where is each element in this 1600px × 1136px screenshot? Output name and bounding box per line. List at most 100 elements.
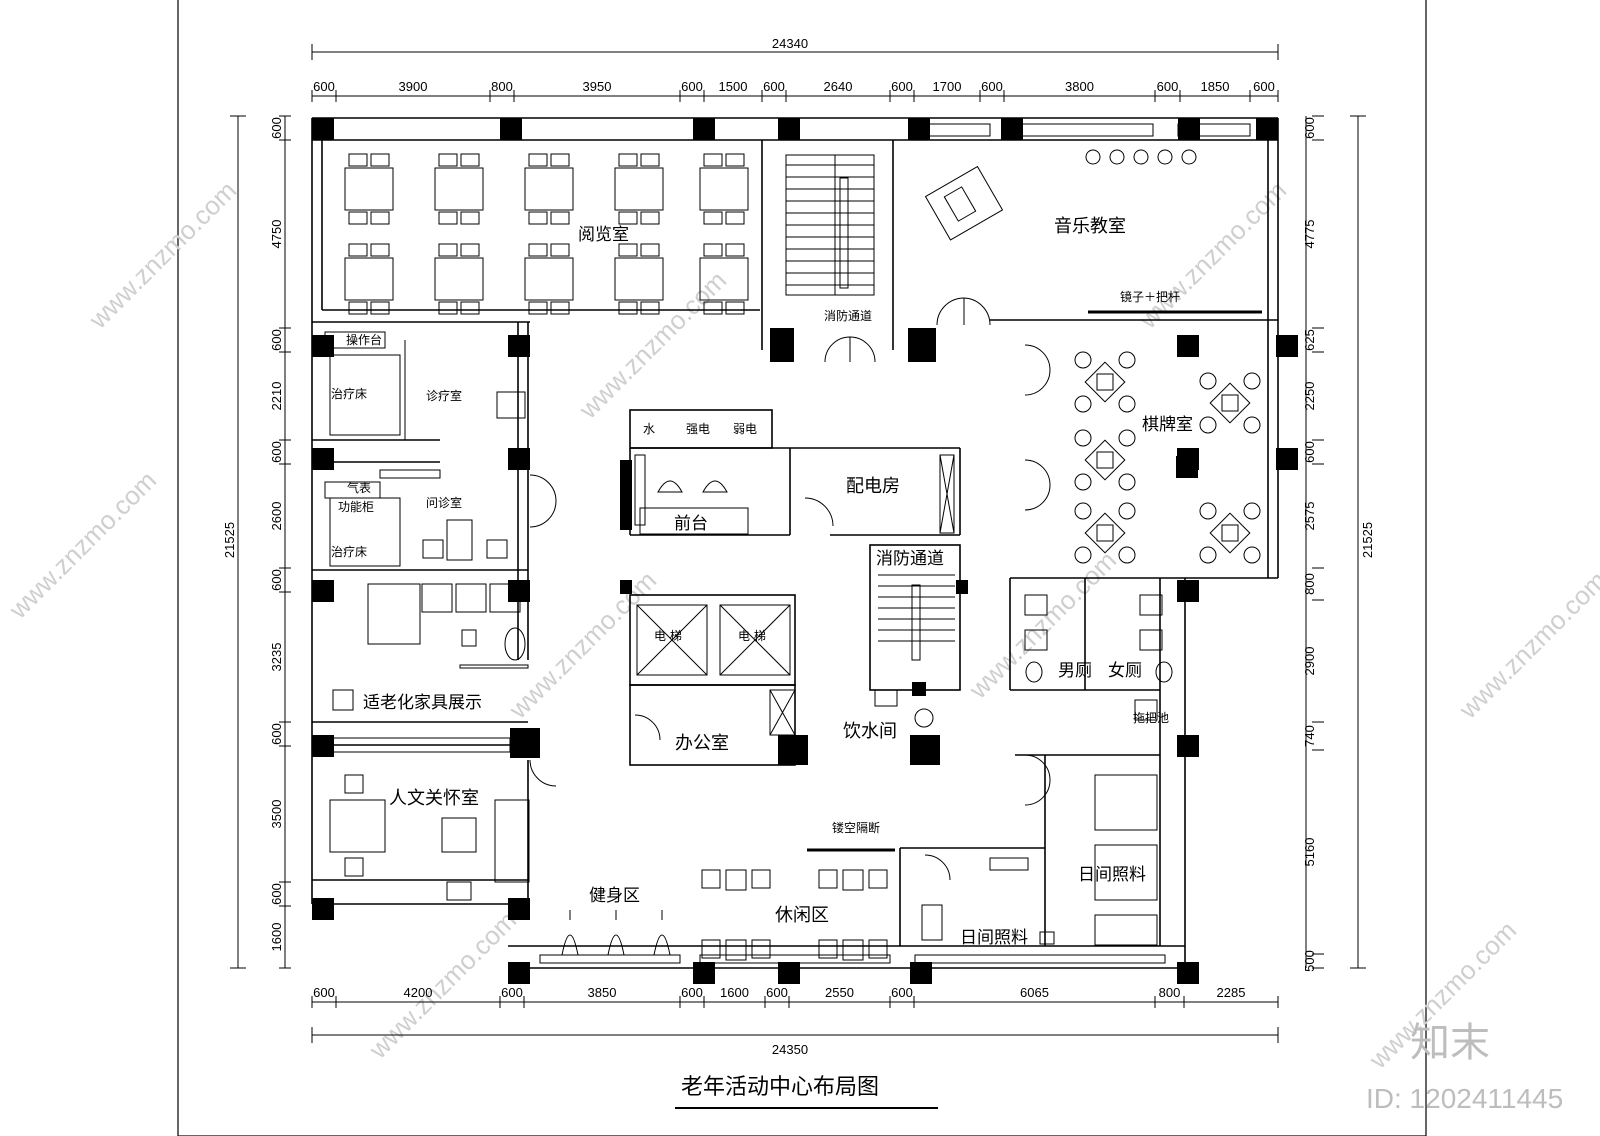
label-mirror-bar: 镜子＋把杆 [1120, 289, 1180, 304]
leisure-table [701, 939, 771, 961]
dim-segment: 1500 [719, 79, 748, 94]
label-consult: 问诊室 [426, 495, 462, 510]
watermark-site-8: www.znzmo.com [1452, 565, 1600, 725]
label-elevator-2: 电 梯 [738, 629, 766, 643]
dimension-lines [230, 44, 1366, 1043]
chess-table [1074, 502, 1136, 564]
music-stools [1085, 149, 1197, 165]
chess-table [1199, 372, 1261, 434]
room-labels: 阅览室 消防通道 音乐教室 镜子＋把杆 操作台 治疗床 诊疗室 气表 功能柜 问… [331, 216, 1193, 948]
dim-segment: 5160 [1302, 838, 1317, 867]
doors [529, 297, 1051, 881]
label-chess-room: 棋牌室 [1142, 415, 1193, 435]
dim-segment: 3900 [399, 79, 428, 94]
dim-segment: 4750 [269, 220, 284, 249]
dim-segment: 2575 [1302, 502, 1317, 531]
chess-tables [1074, 351, 1261, 564]
label-func-cabinet: 功能柜 [338, 500, 374, 514]
dim-segment: 600 [1302, 117, 1317, 139]
reading-table [699, 153, 749, 225]
watermark-site-6: www.znzmo.com [962, 545, 1122, 705]
power-panel [939, 454, 955, 534]
reading-table [614, 243, 664, 315]
dim-segment: 4775 [1302, 220, 1317, 249]
dim-segment: 3850 [588, 985, 617, 1000]
dim-segment: 600 [313, 79, 335, 94]
day-care-beds [921, 774, 1158, 946]
show-furniture [329, 583, 529, 753]
dim-segment: 600 [766, 985, 788, 1000]
brand-logo: 知末 [1410, 1020, 1490, 1066]
label-elevator-1: 电 梯 [654, 629, 682, 643]
stair-2-rail [911, 584, 921, 661]
dim-segment: 3500 [269, 800, 284, 829]
label-reception: 前台 [674, 514, 708, 534]
dim-bottom-total: 24350 [772, 1042, 808, 1057]
leisure-table [818, 869, 888, 891]
label-fire-exit-2: 消防通道 [876, 549, 944, 569]
reading-table [434, 243, 484, 315]
label-music-room: 音乐教室 [1054, 216, 1126, 237]
dim-segment: 500 [1302, 950, 1317, 972]
label-fire-exit-1: 消防通道 [824, 308, 872, 323]
fitness-equipment [561, 910, 671, 956]
dim-segment: 3235 [269, 643, 284, 672]
label-water-shaft: 水 [643, 422, 655, 436]
dim-segment: 600 [501, 985, 523, 1000]
label-office: 办公室 [675, 733, 729, 754]
chess-table [1074, 351, 1136, 413]
label-womens-wc: 女厕 [1108, 661, 1142, 681]
label-meter: 气表 [347, 480, 371, 495]
dim-segment: 600 [763, 79, 785, 94]
dim-segment: 3800 [1065, 79, 1094, 94]
dim-segment: 2250 [1302, 382, 1317, 411]
label-clinic: 诊疗室 [426, 388, 462, 403]
dim-segment: 4200 [404, 985, 433, 1000]
dim-segment: 2285 [1217, 985, 1246, 1000]
chess-table [1199, 502, 1261, 564]
watermark-site-7: www.znzmo.com [362, 905, 522, 1065]
dim-top-total: 24340 [772, 36, 808, 51]
dim-segment: 625 [1302, 329, 1317, 351]
sheet-frame [177, 0, 1427, 1136]
label-treat-bed-2: 治疗床 [331, 545, 367, 559]
dim-segment: 600 [313, 985, 335, 1000]
image-id: ID: 1202411445 [1366, 1083, 1563, 1114]
dim-segment: 600 [891, 79, 913, 94]
dim-segment: 600 [891, 985, 913, 1000]
dim-segment: 600 [269, 329, 284, 351]
clinic-furniture [324, 331, 526, 567]
label-fitness: 健身区 [589, 886, 640, 906]
leisure-table [701, 869, 771, 891]
dim-segment: 740 [1302, 725, 1317, 747]
dim-segment: 1600 [720, 985, 749, 1000]
dim-segment: 600 [269, 883, 284, 905]
dim-segment: 2210 [269, 382, 284, 411]
reading-table [524, 243, 574, 315]
leisure-table [818, 939, 888, 961]
dim-segment: 2550 [825, 985, 854, 1000]
label-leisure: 休闲区 [775, 905, 829, 926]
dim-segment: 3950 [583, 79, 612, 94]
dim-segment: 600 [269, 569, 284, 591]
reception-furniture [634, 454, 749, 535]
label-care-room: 人文关怀室 [389, 788, 479, 809]
dim-right-total: 21525 [1360, 522, 1375, 558]
toilet-fixtures [1024, 594, 1173, 721]
dim-segment: 600 [269, 723, 284, 745]
care-room-furniture [329, 774, 530, 901]
dim-segment: 600 [981, 79, 1003, 94]
piano-icon [924, 165, 1004, 241]
dim-segment: 600 [1157, 79, 1179, 94]
dim-segment: 600 [681, 79, 703, 94]
dim-segment: 2600 [269, 502, 284, 531]
water-room-fixtures [874, 689, 934, 728]
dim-left-row: 6004750600221060026006003235600350060016… [269, 115, 291, 969]
label-mens-wc: 男厕 [1058, 661, 1092, 681]
label-hollow-partition: 镂空隔断 [832, 820, 880, 835]
label-strong-elec: 强电 [686, 422, 710, 436]
